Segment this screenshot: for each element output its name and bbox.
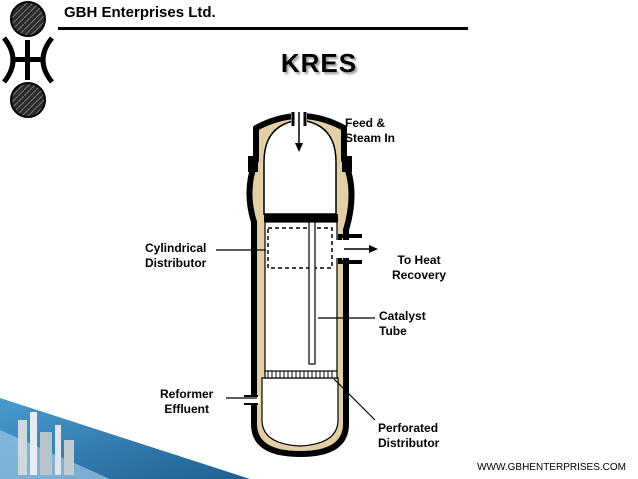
perforated-distributor: [264, 370, 338, 379]
catalyst-tube: [308, 221, 316, 365]
cylindrical-distributor: [267, 227, 333, 269]
tube-sheet: [264, 214, 338, 222]
reactor-vessel: [244, 110, 362, 457]
logo: [2, 1, 54, 118]
decorative-band: [0, 398, 250, 479]
upper-dome: [263, 119, 337, 215]
header-rule: [58, 27, 468, 30]
annotation-arrows: [216, 112, 378, 421]
company-name: GBH Enterprises Ltd.: [64, 4, 216, 21]
label-feed-steam-in: Feed & Steam In: [345, 116, 396, 145]
page-title: KRES: [280, 48, 358, 78]
label-catalyst-tube: Catalyst Tube: [379, 309, 426, 338]
lower-dome: [261, 377, 339, 447]
label-perforated-distributor: Perforated Distributor: [378, 421, 440, 450]
label-to-heat-recovery: To Heat Recovery: [392, 253, 447, 282]
website-url: WWW.GBHENTERPRISES.COM: [477, 462, 626, 473]
label-cylindrical-distributor: Cylindrical Distributor: [145, 241, 207, 270]
inner-chamber: [264, 221, 338, 373]
label-reformer-effluent: Reformer Effluent: [160, 387, 214, 416]
